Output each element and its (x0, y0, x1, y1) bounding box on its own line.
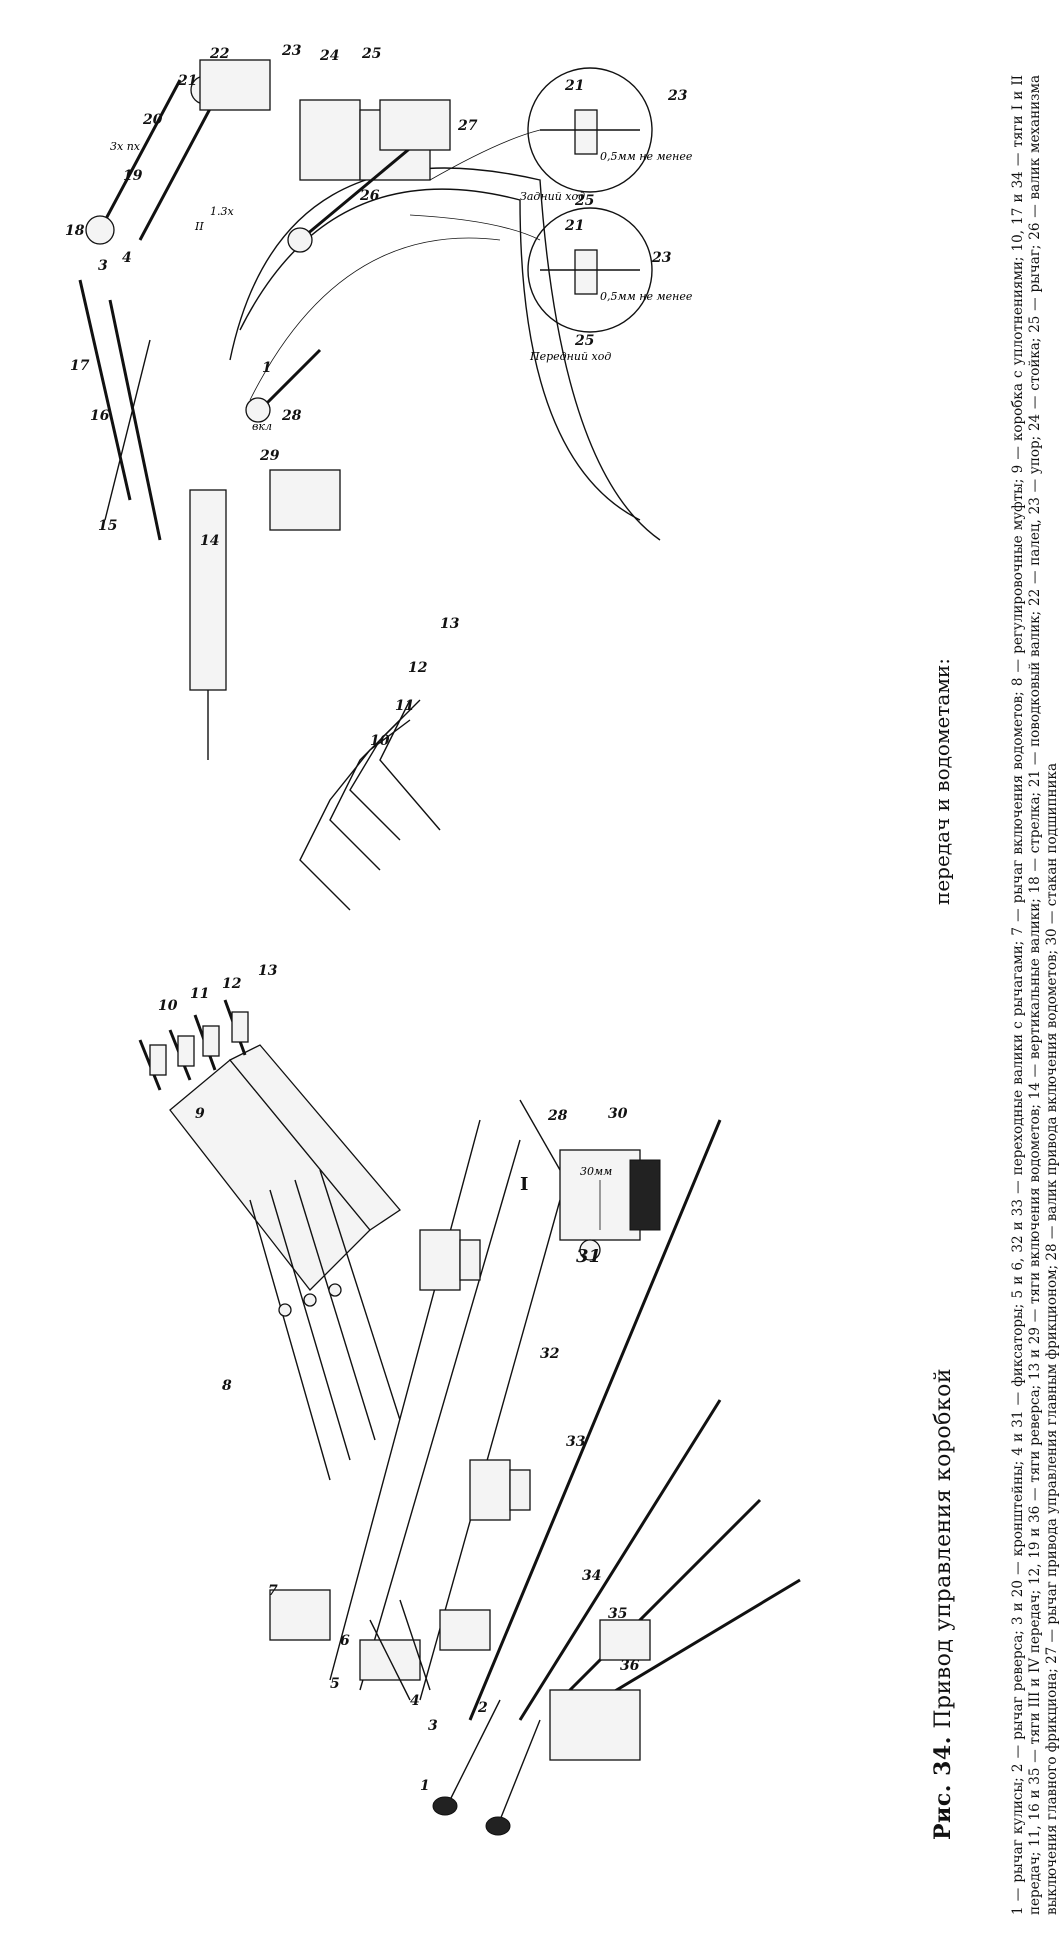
label-rear: Задний ход (520, 190, 585, 203)
callout-35: 35 (608, 1606, 627, 1622)
callout-r-22: 22 (209, 46, 230, 62)
callout-r-24: 24 (319, 48, 339, 64)
callout-33: 33 (566, 1434, 586, 1450)
callout-r-25: 25 (361, 46, 381, 62)
callout-r-12: 12 (408, 660, 428, 676)
figure-legend: 1 — рычаг кулисы; 2 — рычаг реверса; 3 и… (1010, 75, 1061, 1915)
right-drive-diagram: 10 11 12 13 14 15 16 17 18 19 20 21 22 2… (65, 43, 693, 911)
callout-r-25b: 25 (574, 193, 594, 209)
left-linkage-diagram: 10 11 12 13 9 8 7 6 5 4 3 2 1 28 30 31 3… (138, 963, 801, 1836)
callout-r-27: 27 (457, 118, 478, 134)
callout-r-29: 29 (259, 448, 280, 464)
callout-6: 6 (340, 1633, 350, 1649)
figure-caption-line1: Рис. 34. Привод управления коробкой (930, 1368, 956, 1840)
callout-30: 30 (608, 1106, 628, 1122)
detail-I-label: I (520, 1174, 528, 1195)
callout-9: 9 (195, 1106, 205, 1122)
callout-r-10: 10 (370, 733, 390, 749)
callout-2: 2 (477, 1700, 488, 1716)
callout-r-4: 4 (122, 250, 132, 266)
callout-12: 12 (222, 976, 242, 992)
label-front: Передний ход (529, 350, 611, 363)
label-3x: 3х пх (110, 140, 141, 153)
figure-number: Рис. 34. (930, 1736, 956, 1840)
detail-I (519, 1099, 661, 1261)
callout-4: 4 (410, 1693, 420, 1709)
callout-r-3: 3 (98, 258, 108, 274)
callout-10: 10 (158, 998, 178, 1014)
callout-r-18: 18 (65, 223, 85, 239)
label-vkl: вкл (252, 420, 272, 433)
callout-36: 36 (620, 1658, 640, 1674)
figure-caption-line2: передач и водометами: (930, 658, 954, 905)
callout-r-21c: 21 (564, 218, 584, 234)
callout-8: 8 (222, 1378, 232, 1394)
callout-13: 13 (258, 963, 278, 979)
callout-r-28: 28 (281, 408, 302, 424)
callout-r-21: 21 (177, 73, 197, 89)
callout-28: 28 (547, 1108, 568, 1124)
callout-r-16: 16 (90, 408, 110, 424)
callout-r-20: 20 (142, 112, 163, 128)
callout-31: 31 (576, 1246, 601, 1267)
label-dim-rear: 0,5мм не менее (600, 150, 693, 163)
callout-r-23c: 23 (651, 250, 672, 266)
callout-r-15: 15 (98, 518, 117, 534)
callout-7: 7 (268, 1583, 278, 1599)
callout-r-23b: 23 (667, 88, 688, 104)
callout-5: 5 (330, 1676, 340, 1692)
figure-title: Привод управления коробкой (931, 1367, 956, 1729)
callout-r-19: 19 (123, 168, 143, 184)
label-ii: II (194, 220, 204, 233)
legend-text: 1 — рычаг кулисы; 2 — рычаг реверса; 3 и… (1010, 75, 1060, 1915)
callout-r-26: 26 (359, 188, 380, 204)
callout-r-13: 13 (440, 616, 460, 632)
callout-11: 11 (190, 986, 209, 1002)
callout-3: 3 (428, 1718, 438, 1734)
label-dim-front: 0,5мм не менее (600, 290, 693, 303)
dim-30mm: 30мм (580, 1165, 612, 1178)
callout-r-11: 11 (395, 698, 414, 714)
callout-r-1: 1 (262, 360, 272, 376)
label-13x: 1.3х (210, 205, 234, 218)
callout-32: 32 (540, 1346, 560, 1362)
callout-r-14: 14 (200, 533, 219, 549)
callout-r-25c: 25 (574, 333, 594, 349)
callout-r-21b: 21 (564, 78, 584, 94)
callout-r-23: 23 (281, 43, 302, 59)
callout-34: 34 (582, 1568, 601, 1584)
callout-r-17: 17 (70, 358, 90, 374)
callout-1: 1 (420, 1778, 430, 1794)
